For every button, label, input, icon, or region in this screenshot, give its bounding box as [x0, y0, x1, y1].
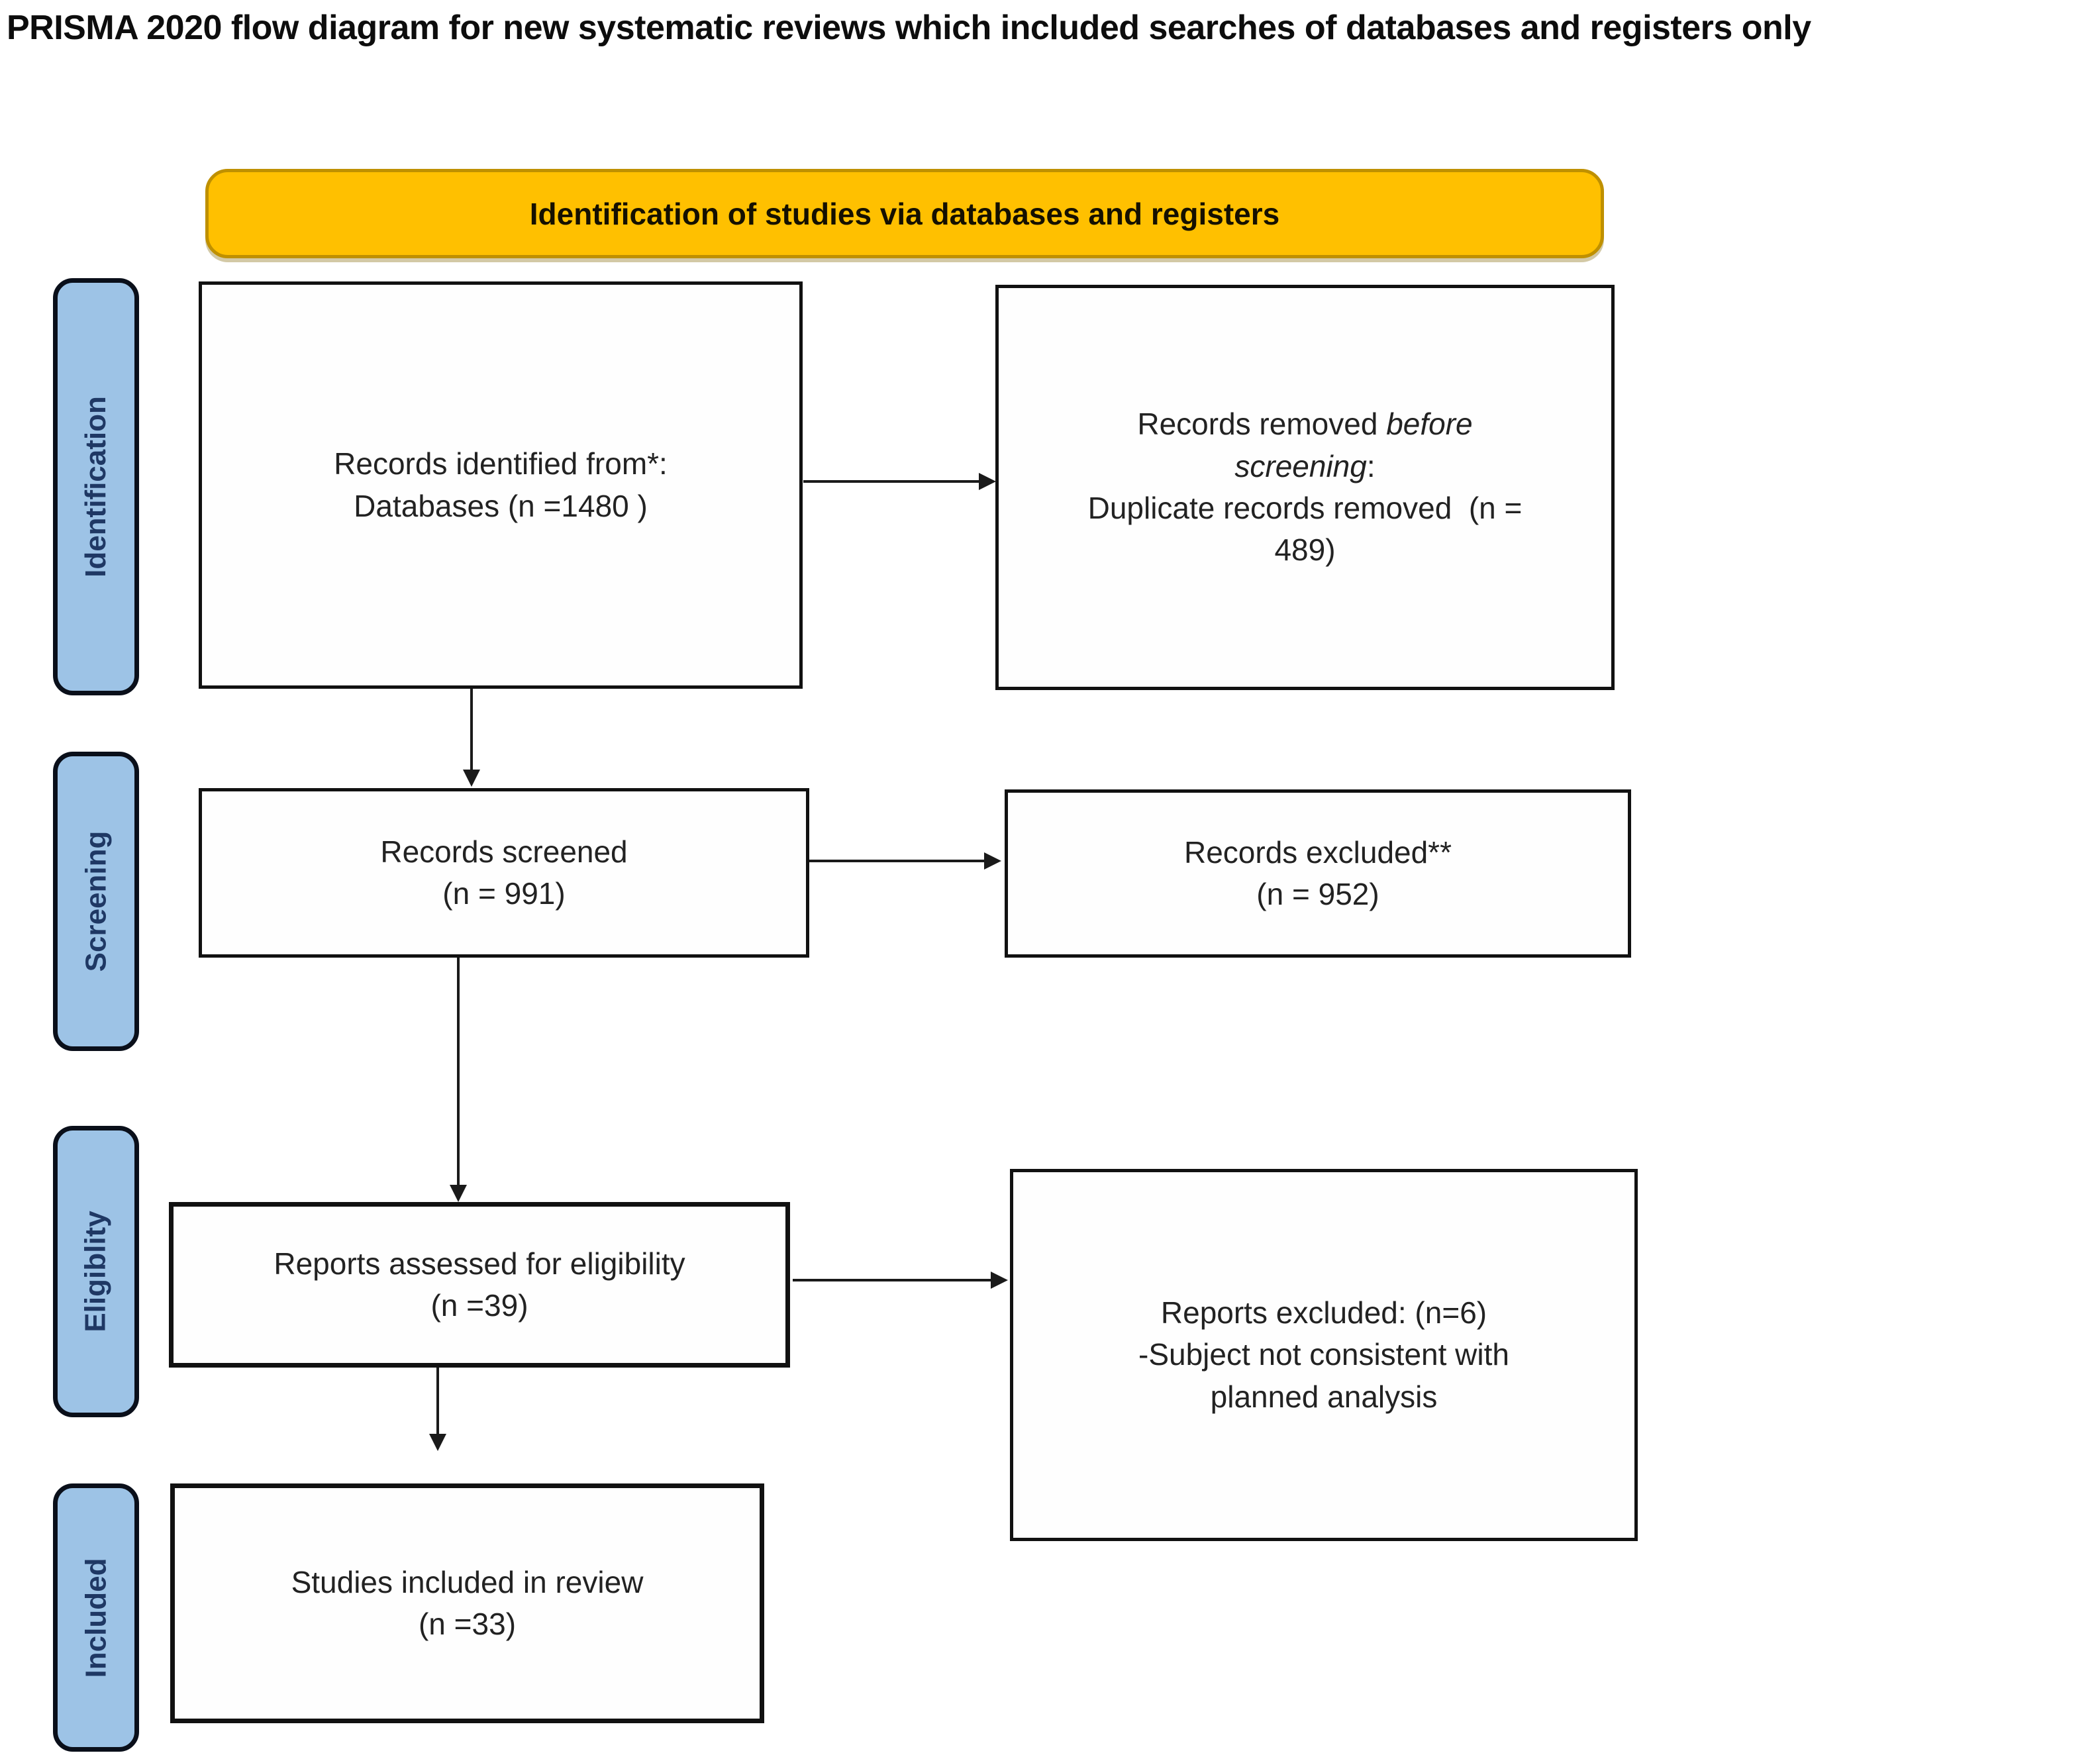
box-records-screened-line2: (n = 991): [442, 876, 566, 911]
stage-identification-label: Identification: [79, 396, 112, 577]
box-studies-included-line2: (n =33): [418, 1607, 517, 1641]
box-records-removed-line3: Duplicate records removed (n =: [1087, 491, 1523, 525]
box-studies-included: Studies included in review (n =33): [170, 1483, 764, 1723]
arrow-assessed-to-reports-excluded: [793, 1272, 1008, 1289]
stage-included: Included: [53, 1483, 139, 1752]
box-reports-excluded-line1: Reports excluded: (n=6): [1160, 1295, 1487, 1330]
banner-label: Identification of studies via databases …: [529, 196, 1280, 231]
box-reports-assessed-line1: Reports assessed for eligibility: [274, 1246, 685, 1281]
arrow-identified-to-screened: [463, 689, 480, 787]
box-reports-assessed: Reports assessed for eligibility (n =39): [169, 1202, 790, 1368]
records-removed-line1-normal: Records removed: [1137, 407, 1387, 442]
box-reports-excluded-line2: -Subject not consistent with: [1138, 1337, 1509, 1372]
box-reports-assessed-line2: (n =39): [430, 1288, 528, 1323]
box-records-removed-line1: Records removed before: [1137, 403, 1472, 445]
box-records-removed-line4: 489): [1274, 532, 1336, 568]
page-title: PRISMA 2020 flow diagram for new systema…: [7, 9, 1811, 47]
box-studies-included-line1: Studies included in review: [291, 1564, 644, 1599]
banner-identification-of-studies: Identification of studies via databases …: [205, 169, 1604, 258]
box-reports-excluded-line3: planned analysis: [1210, 1379, 1438, 1414]
stage-included-label: Included: [79, 1558, 112, 1678]
box-records-screened-line1: Records screened: [380, 834, 628, 869]
arrow-screened-to-assessed: [450, 958, 467, 1202]
box-records-identified: Records identified from*: Databases (n =…: [199, 281, 803, 689]
box-records-excluded-line1: Records excluded**: [1183, 834, 1452, 870]
box-records-excluded: Records excluded** (n = 952): [1005, 789, 1631, 958]
box-records-excluded-line2: (n = 952): [1256, 877, 1379, 911]
box-records-identified-line1: Records identified from*:: [334, 446, 668, 481]
records-removed-line2-normal: :: [1366, 448, 1375, 483]
stage-eligibility-label: Eligiblity: [79, 1211, 113, 1332]
stage-screening-label: Screening: [79, 830, 112, 972]
arrow-identified-to-removed: [803, 473, 996, 490]
stage-identification: Identification: [53, 278, 139, 695]
box-records-removed-line2: screening:: [1234, 446, 1375, 487]
records-removed-line2-italic: screening: [1234, 448, 1367, 483]
stage-eligibility: Eligiblity: [53, 1126, 139, 1417]
arrow-screened-to-excluded: [809, 852, 1001, 870]
records-removed-line1-italic: before: [1386, 407, 1473, 442]
box-records-removed: Records removed before screening: Duplic…: [995, 285, 1615, 690]
box-reports-excluded: Reports excluded: (n=6) -Subject not con…: [1010, 1169, 1638, 1541]
box-records-identified-line2: Databases (n =1480 ): [354, 488, 648, 523]
stage-screening: Screening: [53, 752, 139, 1051]
arrow-assessed-to-included: [429, 1368, 446, 1451]
box-records-screened: Records screened (n = 991): [199, 788, 809, 958]
